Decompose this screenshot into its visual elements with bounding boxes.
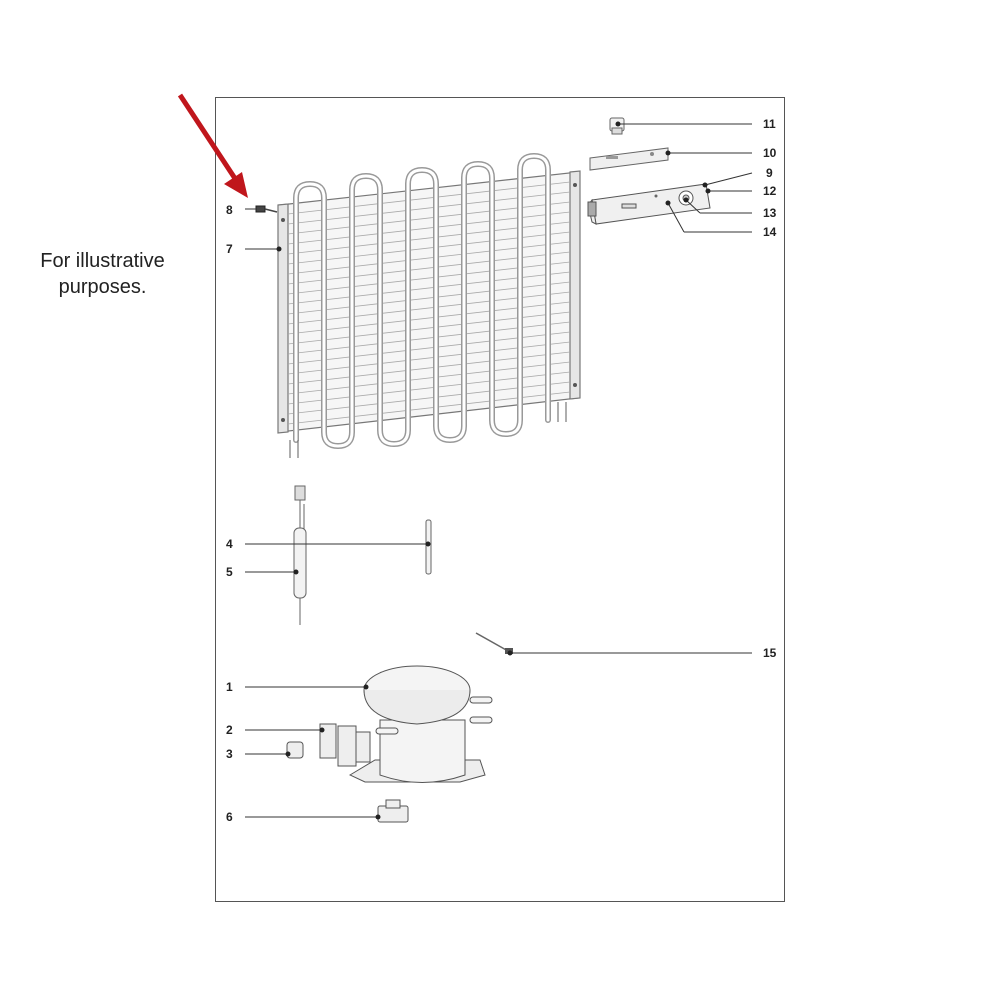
red-pointer-arrow <box>177 93 248 198</box>
control-board-part-10 <box>589 147 669 171</box>
clip-part-8 <box>255 205 278 213</box>
callout-6: 6 <box>226 810 233 824</box>
callout-5: 5 <box>226 565 233 579</box>
illustrative-caption: For illustrative purposes. <box>0 248 205 300</box>
callout-8: 8 <box>226 203 233 217</box>
caption-line-2: purposes. <box>58 276 147 298</box>
callout-13: 13 <box>763 206 777 220</box>
terminal-cover-part-6 <box>377 799 409 823</box>
callout-14: 14 <box>763 225 777 239</box>
callout-9: 9 <box>766 166 773 180</box>
callout-2: 2 <box>226 723 233 737</box>
compressor-part-1 <box>348 665 493 783</box>
callout-4: 4 <box>226 537 233 551</box>
callout-10: 10 <box>763 146 777 160</box>
callout-3: 3 <box>226 747 233 761</box>
sensor-probe-part-15 <box>475 632 513 654</box>
caption-line-1: For illustrative <box>40 250 165 272</box>
callout-12: 12 <box>763 184 777 198</box>
callout-1: 1 <box>226 680 233 694</box>
diagram-frame <box>215 97 785 902</box>
leader-dots <box>276 121 711 820</box>
condenser-coil <box>277 152 581 458</box>
overload-part-3 <box>286 741 304 759</box>
callout-11: 11 <box>763 117 776 131</box>
callout-15: 15 <box>763 646 777 660</box>
filter-drier-part-5 <box>293 485 307 625</box>
thermostat-housing-part-12 <box>587 183 711 225</box>
callout-7: 7 <box>226 242 233 256</box>
leader-lines <box>245 123 753 818</box>
capillary-tube-part-4 <box>425 519 432 575</box>
relay-part-2 <box>319 723 371 767</box>
